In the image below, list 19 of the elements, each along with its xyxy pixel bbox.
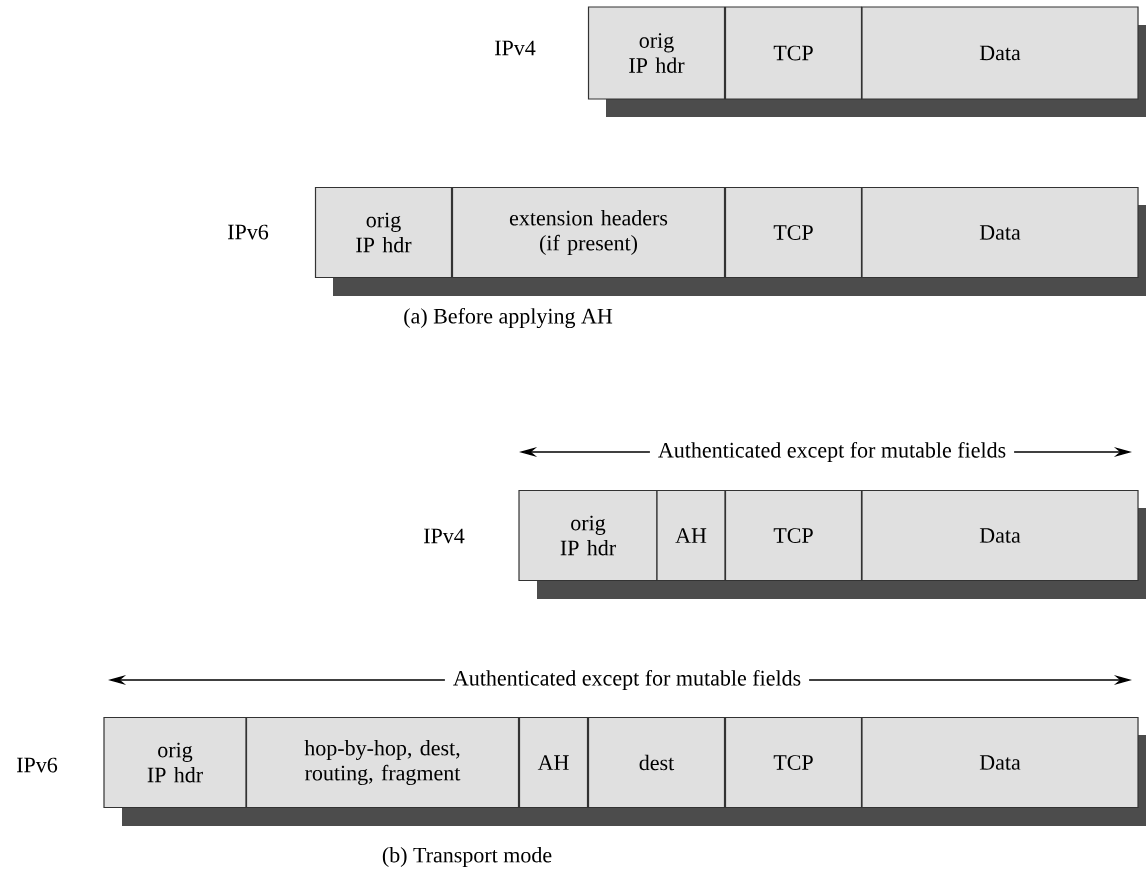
row-label: IPv4 bbox=[495, 40, 536, 56]
header-field: TCP bbox=[724, 6, 863, 100]
header-field: TCP bbox=[724, 489, 863, 582]
span-label: Authenticated except for mutable fields bbox=[649, 439, 1015, 465]
header-field: orig IP hdr bbox=[103, 716, 247, 809]
header-field: dest bbox=[587, 716, 726, 809]
caption: (b) Transport mode bbox=[382, 847, 552, 867]
row-label: IPv4 bbox=[424, 528, 465, 544]
header-field: TCP bbox=[724, 186, 863, 279]
row-label: IPv6 bbox=[228, 224, 269, 240]
header-field: TCP bbox=[724, 716, 863, 809]
header-field: orig IP hdr bbox=[314, 186, 453, 279]
span-label: Authenticated except for mutable fields bbox=[444, 667, 810, 693]
row-label: IPv6 bbox=[17, 757, 58, 773]
caption: (a) Before applying AH bbox=[404, 307, 613, 329]
header-field: AH bbox=[518, 716, 589, 809]
header-field: orig IP hdr bbox=[587, 6, 726, 100]
header-field: AH bbox=[656, 489, 726, 582]
header-field: extension headers (if present) bbox=[451, 186, 726, 279]
